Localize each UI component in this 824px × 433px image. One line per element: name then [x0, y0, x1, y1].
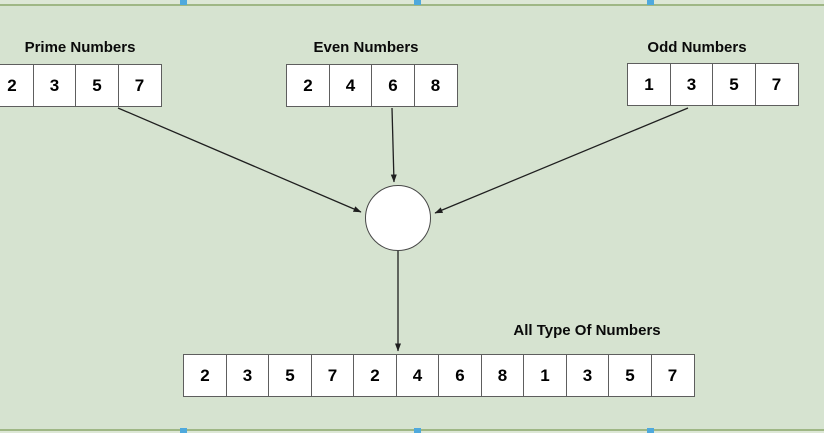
- array-cell: 7: [650, 354, 695, 397]
- odd-numbers-label: Odd Numbers: [647, 39, 747, 56]
- merge-node-circle[interactable]: [365, 185, 431, 251]
- prime-numbers-array[interactable]: 2 3 5 7: [0, 64, 162, 107]
- array-cell: 5: [75, 64, 119, 107]
- array-cell: 3: [565, 354, 610, 397]
- array-cell: 2: [353, 354, 397, 397]
- selection-handle[interactable]: [647, 428, 654, 433]
- array-cell: 8: [480, 354, 525, 397]
- arrow-odd-to-circle[interactable]: [434, 107, 689, 214]
- array-cell: 8: [413, 64, 458, 107]
- array-cell: 5: [712, 63, 756, 106]
- array-cell: 7: [310, 354, 355, 397]
- array-cell: 4: [395, 354, 440, 397]
- array-cell: 3: [32, 64, 77, 107]
- array-cell: 5: [268, 354, 312, 397]
- selection-handle[interactable]: [414, 428, 421, 433]
- array-cell: 7: [117, 64, 162, 107]
- array-cell: 5: [608, 354, 652, 397]
- all-numbers-label: All Type Of Numbers: [513, 322, 661, 339]
- even-numbers-label: Even Numbers: [313, 39, 419, 56]
- array-cell: 6: [438, 354, 482, 397]
- array-cell: 6: [371, 64, 415, 107]
- selection-border-bottom: [0, 429, 824, 431]
- array-cell: 3: [225, 354, 270, 397]
- selection-handle[interactable]: [180, 428, 187, 433]
- array-cell: 7: [754, 63, 799, 106]
- selection-border-top: [0, 4, 824, 6]
- selection-handle[interactable]: [647, 0, 654, 5]
- array-cell: 1: [523, 354, 567, 397]
- array-cell: 2: [286, 64, 330, 107]
- odd-numbers-array[interactable]: 1 3 5 7: [627, 63, 799, 106]
- array-cell: 2: [0, 64, 34, 107]
- array-cell: 3: [669, 63, 714, 106]
- arrow-even-to-circle[interactable]: [390, 107, 397, 183]
- selection-handle[interactable]: [180, 0, 187, 5]
- array-cell: 1: [627, 63, 671, 106]
- even-numbers-array[interactable]: 2 4 6 8: [286, 64, 458, 107]
- all-numbers-array[interactable]: 2 3 5 7 2 4 6 8 1 3 5 7: [183, 354, 695, 397]
- arrow-prime-to-circle[interactable]: [117, 107, 362, 213]
- array-cell: 4: [328, 64, 373, 107]
- selection-handle[interactable]: [414, 0, 421, 5]
- array-cell: 2: [183, 354, 227, 397]
- prime-numbers-label: Prime Numbers: [24, 39, 136, 56]
